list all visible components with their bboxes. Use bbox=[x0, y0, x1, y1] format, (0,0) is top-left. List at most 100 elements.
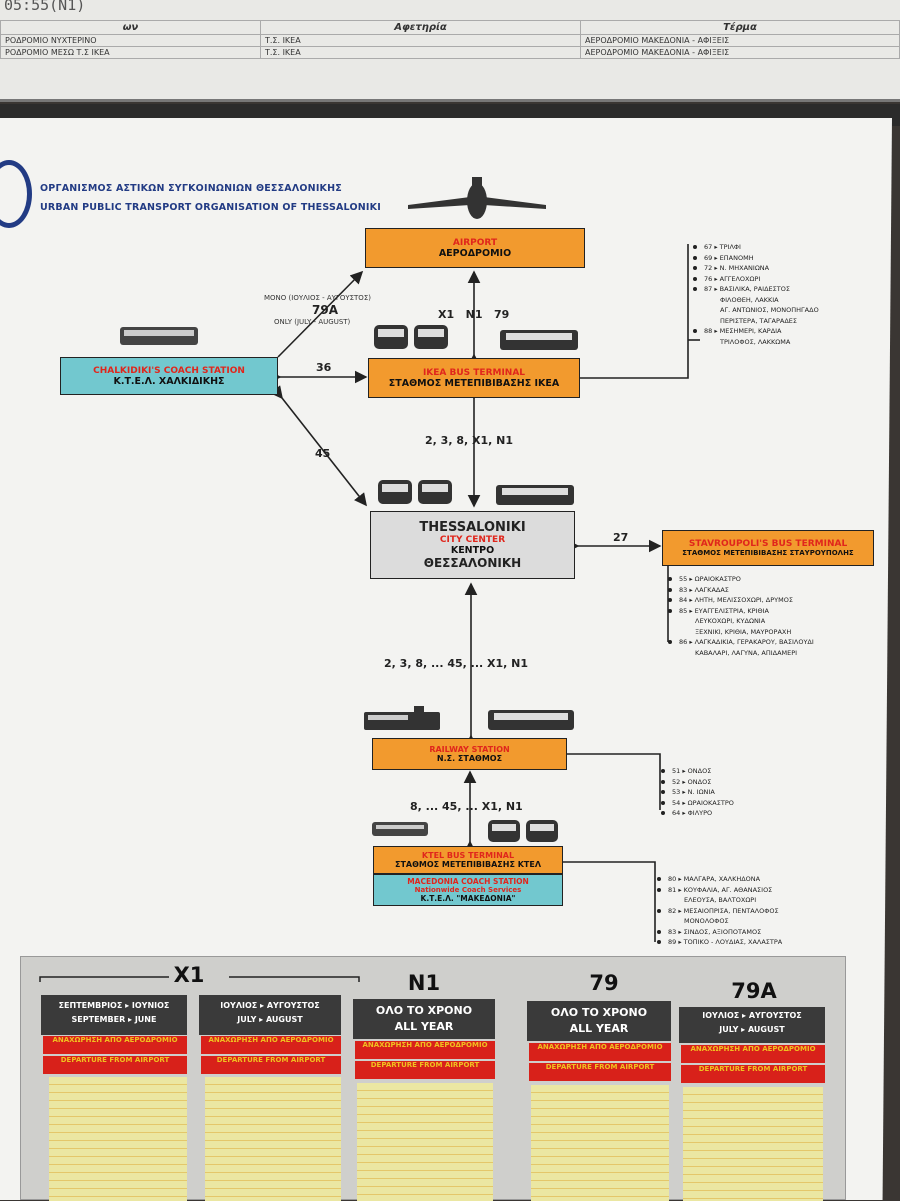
season-en: ALL YEAR bbox=[569, 1022, 629, 1035]
route-79-title: 79 bbox=[589, 971, 619, 995]
season-header: ΙΟΥΛΙΟΣ ▸ ΑΥΓΟΥΣΤΟΣ JULY ▸ AUGUST bbox=[199, 995, 341, 1035]
list-item: ΠΕΡΙΣΤΕΡΑ, ΤΑΓΑΡΑΔΕΣ bbox=[720, 316, 798, 325]
season-header: ΙΟΥΛΙΟΣ ▸ ΑΥΓΟΥΣΤΟΣ JULY ▸ AUGUST bbox=[679, 1007, 825, 1043]
route-label-ikea-airport: X1 N1 79 bbox=[438, 308, 510, 321]
list-item: 76 ▸ ΑΓΓΕΛΟΧΩΡΙ bbox=[693, 274, 819, 285]
chalkidiki-label-en: CHALKIDIKI'S COACH STATION bbox=[93, 365, 245, 376]
route-label-ktel-railway: 8, ... 45, ... X1, N1 bbox=[410, 800, 523, 813]
airplane-icon bbox=[408, 177, 546, 219]
bus-icon bbox=[374, 325, 448, 349]
list-item: 80 ▸ ΜΑΛΓΑΡΑ, ΧΑΛΚΗΔΟΝΑ bbox=[656, 874, 782, 885]
airport-label-gr: ΑΕΡΟΔΡΟΜΙΟ bbox=[438, 247, 512, 259]
seasonal-note-en: ONLY (JULY - AUGUST) bbox=[274, 318, 351, 326]
departure-header-gr: ΑΝΑΧΩΡΗΣΗ ΑΠΟ ΑΕΡΟΔΡΟΜΙΟ bbox=[355, 1041, 495, 1059]
list-item: 89 ▸ ΤΟΠΙΚΟ - ΛΟΥΔΙΑΣ, ΧΑΛΑΣΤΡΑ bbox=[656, 937, 782, 948]
list-item: ΕΛΕΟΥΣΑ, ΒΑΛΤΟΧΩΡΙ bbox=[684, 896, 757, 904]
departure-header-en: DEPARTURE FROM AIRPORT bbox=[43, 1056, 187, 1074]
timetable-grid bbox=[683, 1087, 823, 1201]
macedonia-label-gr: Κ.Τ.Ε.Λ. "ΜΑΚΕΔΟΝΙΑ" bbox=[420, 894, 516, 903]
ikea-label-en: IKEA BUS TERMINAL bbox=[422, 367, 526, 378]
season-en: SEPTEMBER ▸ JUNE bbox=[71, 1015, 157, 1024]
timetable-grid bbox=[531, 1085, 669, 1201]
list-item: 53 ▸ Ν. ΙΩΝΙΑ bbox=[661, 787, 734, 798]
list-item: 82 ▸ ΜΕΣΑΙΟΠΡΙΣΑ, ΠΕΝΤΑΛΟΦΟΣ bbox=[656, 906, 782, 917]
departure-header-gr: ΑΝΑΧΩΡΗΣΗ ΑΠΟ ΑΕΡΟΔΡΟΜΙΟ bbox=[201, 1036, 341, 1054]
list-item: 69 ▸ ΕΠΑΝΟΜΗ bbox=[693, 253, 819, 264]
articulated-bus-icon bbox=[500, 330, 578, 350]
stavroupoli-terminal-box: STAVROUPOLI'S BUS TERMINAL ΣΤΑΘΜΟΣ ΜΕΤΕΠ… bbox=[662, 530, 874, 566]
season-gr: ΙΟΥΛΙΟΣ ▸ ΑΥΓΟΥΣΤΟΣ bbox=[702, 1011, 802, 1020]
timetable-sheet: 05:55(N1) ων Αφετηρία Τέρμα ΡΟΔΡΟΜΙΟ ΝΥΧ… bbox=[0, 0, 900, 102]
org-name-en: URBAN PUBLIC TRANSPORT ORGANISATION OF T… bbox=[40, 202, 381, 213]
list-item: ΜΟΝΟΛΟΦΟΣ bbox=[684, 917, 729, 925]
list-item: 83 ▸ ΣΙΝΔΟΣ, ΑΞΙΟΠΟΤΑΜΟΣ bbox=[656, 927, 782, 938]
stavroupoli-label-en: STAVROUPOLI'S BUS TERMINAL bbox=[688, 539, 848, 549]
sheet-caption: 05:55(N1) bbox=[4, 0, 86, 14]
route-label-36: 36 bbox=[316, 361, 332, 374]
ktel-label-en: KTEL BUS TERMINAL bbox=[421, 851, 515, 860]
route-x1-title: X1 bbox=[173, 963, 205, 987]
list-item: 52 ▸ ΟΝΔΟΣ bbox=[661, 777, 734, 788]
season-gr: ΙΟΥΛΙΟΣ ▸ ΑΥΓΟΥΣΤΟΣ bbox=[220, 1001, 320, 1010]
departure-header-en: DEPARTURE FROM AIRPORT bbox=[201, 1056, 341, 1074]
season-gr: ΣΕΠΤΕΜΒΡΙΟΣ ▸ ΙΟΥΝΙΟΣ bbox=[58, 1001, 170, 1010]
x1-bracket bbox=[39, 976, 360, 982]
departure-header-en: DEPARTURE FROM AIRPORT bbox=[681, 1065, 825, 1083]
macedonia-coach-box: MACEDONIA COACH STATION Nationwide Coach… bbox=[373, 874, 563, 906]
route-label-45: 45 bbox=[315, 447, 331, 460]
ktel-label-gr: ΣΤΑΘΜΟΣ ΜΕΤΕΠΙΒΙΒΑΣΗΣ ΚΤΕΛ bbox=[394, 860, 542, 869]
list-item: 51 ▸ ΟΝΔΟΣ bbox=[661, 766, 734, 777]
season-en: JULY ▸ AUGUST bbox=[719, 1025, 785, 1034]
list-item: 85 ▸ ΕΥΑΓΓΕΛΙΣΤΡΙΑ, ΚΡΙΘΙΑ bbox=[668, 606, 814, 617]
season-en: ALL YEAR bbox=[394, 1020, 454, 1033]
route-label-railway-center: 2, 3, 8, ... 45, ... X1, N1 bbox=[384, 657, 529, 670]
chalkidiki-station-box: CHALKIDIKI'S COACH STATION Κ.Τ.Ε.Λ. ΧΑΛΚ… bbox=[60, 357, 278, 395]
list-item: 64 ▸ ΦΙΛΥΡΟ bbox=[661, 808, 734, 819]
timetable-grid bbox=[205, 1077, 341, 1201]
chalkidiki-label-gr: Κ.Τ.Ε.Λ. ΧΑΛΚΙΔΙΚΗΣ bbox=[113, 375, 225, 387]
list-item: 67 ▸ ΤΡΙΛΦΙ bbox=[693, 242, 819, 253]
route-label-79a: 79A bbox=[312, 303, 338, 317]
list-item: 87 ▸ ΒΑΣΙΛΙΚΑ, ΡΑΙΔΕΣΤΟΣ bbox=[693, 284, 819, 295]
list-item: ΑΓ. ΑΝΤΩΝΙΟΣ, ΜΟΝΟΠΗΓΑΔΟ bbox=[720, 306, 819, 314]
list-item: ΤΡΙΛΟΦΟΣ, ΛΑΚΚΩΜΑ bbox=[720, 337, 791, 346]
ikea-label-gr: ΣΤΑΘΜΟΣ ΜΕΤΕΠΙΒΙΒΑΣΗΣ ΙΚΕΑ bbox=[388, 377, 560, 389]
railway-destination-list: 51 ▸ ΟΝΔΟΣ 52 ▸ ΟΝΔΟΣ 53 ▸ Ν. ΙΩΝΙΑ 54 ▸… bbox=[661, 766, 734, 819]
org-name-gr: ΟΡΓΑΝΙΣΜΟΣ ΑΣΤΙΚΩΝ ΣΥΓΚΟΙΝΩΝΙΩΝ ΘΕΣΣΑΛΟΝ… bbox=[40, 183, 342, 194]
departure-header-en: DEPARTURE FROM AIRPORT bbox=[355, 1061, 495, 1079]
ikea-terminal-box: IKEA BUS TERMINAL ΣΤΑΘΜΟΣ ΜΕΤΕΠΙΒΙΒΑΣΗΣ … bbox=[368, 358, 580, 398]
ikea-destination-list: 67 ▸ ΤΡΙΛΦΙ 69 ▸ ΕΠΑΝΟΜΗ 72 ▸ Ν. ΜΗΧΑΝΙΩ… bbox=[693, 242, 819, 347]
articulated-bus-icon bbox=[496, 485, 574, 505]
season-header: ΣΕΠΤΕΜΒΡΙΟΣ ▸ ΙΟΥΝΙΟΣ SEPTEMBER ▸ JUNE bbox=[41, 995, 187, 1035]
list-item: 54 ▸ ΩΡΑΙΟΚΑΣΤΡΟ bbox=[661, 798, 734, 809]
route-79a-title: 79A bbox=[731, 979, 777, 1003]
departure-header-en: DEPARTURE FROM AIRPORT bbox=[529, 1063, 671, 1081]
stavroupoli-label-gr: ΣΤΑΘΜΟΣ ΜΕΤΕΠΙΒΙΒΑΣΗΣ ΣΤΑΥΡΟΥΠΟΛΗΣ bbox=[682, 549, 854, 557]
season-en: JULY ▸ AUGUST bbox=[237, 1015, 303, 1024]
table-cell: ΑΕΡΟΔΡΟΜΙΟ ΜΑΚΕΔΟΝΙΑ - ΑΦΙΞΕΙΣ bbox=[580, 46, 900, 59]
city-center-box: THESSALONIKI CITY CENTER ΚΕΝΤΡΟ ΘΕΣΣΑΛΟΝ… bbox=[370, 511, 575, 579]
season-gr: ΟΛΟ ΤΟ ΧΡΟΝΟ bbox=[375, 1004, 473, 1017]
list-item: 88 ▸ ΜΕΣΗΜΕΡΙ, ΚΑΡΔΙΑ bbox=[693, 326, 819, 337]
org-logo bbox=[0, 160, 32, 228]
departure-header-gr: ΑΝΑΧΩΡΗΣΗ ΑΠΟ ΑΕΡΟΔΡΟΜΙΟ bbox=[681, 1045, 825, 1063]
center-label-gr1: ΚΕΝΤΡΟ bbox=[450, 545, 495, 556]
list-item: 81 ▸ ΚΟΥΦΑΛΙΑ, ΑΓ. ΑΘΑΝΑΣΙΟΣ bbox=[656, 885, 782, 896]
route-label-ikea-center: 2, 3, 8, X1, N1 bbox=[425, 434, 513, 447]
ktel-destination-list: 80 ▸ ΜΑΛΓΑΡΑ, ΧΑΛΚΗΔΟΝΑ 81 ▸ ΚΟΥΦΑΛΙΑ, Α… bbox=[656, 874, 782, 948]
train-icon bbox=[364, 706, 440, 730]
season-gr: ΟΛΟ ΤΟ ΧΡΟΝΟ bbox=[550, 1006, 648, 1019]
articulated-bus-icon bbox=[488, 710, 574, 730]
seasonal-note-gr: ΜΟΝΟ (ΙΟΥΛΙΟΣ - ΑΥΓΟΥΣΤΟΣ) bbox=[264, 294, 371, 302]
railway-station-box: RAILWAY STATION Ν.Σ. ΣΤΑΘΜΟΣ bbox=[372, 738, 567, 770]
list-item: 83 ▸ ΛΑΓΚΑΔΑΣ bbox=[668, 585, 814, 596]
table-cell: ΡΟΔΡΟΜΙΟ ΜΕΣΩ Τ.Σ ΙΚΕΑ bbox=[0, 46, 261, 59]
center-label-gr2: ΘΕΣΣΑΛΟΝΙΚΗ bbox=[423, 556, 522, 570]
list-item: ΦΙΛΟΘΕΗ, ΛΑΚΚΙΑ bbox=[720, 295, 779, 304]
list-item: 72 ▸ Ν. ΜΗΧΑΝΙΩΝΑ bbox=[693, 263, 819, 274]
route-label-27: 27 bbox=[613, 531, 629, 544]
macedonia-sub-en: Nationwide Coach Services bbox=[414, 886, 522, 894]
airport-label-en: AIRPORT bbox=[452, 237, 498, 248]
coach-icon bbox=[372, 822, 428, 836]
